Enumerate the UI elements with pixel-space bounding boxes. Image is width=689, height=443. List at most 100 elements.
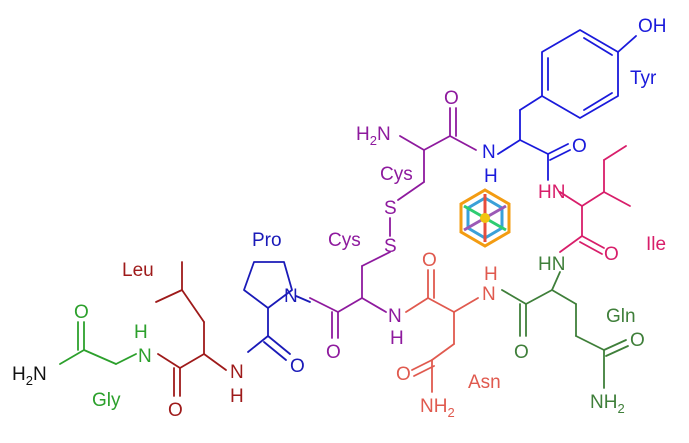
pro-ring bbox=[243, 261, 293, 309]
tyr-co-bond bbox=[547, 143, 569, 155]
asn-side-co-bond bbox=[411, 359, 433, 371]
gly-h-label: H bbox=[134, 322, 148, 343]
gln-side-co-bond bbox=[603, 339, 627, 351]
pro-co-bond bbox=[267, 335, 291, 355]
tyr-n-label: N bbox=[482, 142, 496, 163]
tyr-oh-bond bbox=[617, 35, 637, 53]
gly-n-ca-bond bbox=[115, 353, 137, 365]
cys2-n-label: N bbox=[388, 306, 402, 327]
cys1-bonds bbox=[389, 107, 477, 237]
cys1-s-label: S bbox=[384, 198, 397, 219]
tyr-bonds bbox=[497, 29, 637, 181]
pro-n-label: N bbox=[284, 286, 298, 307]
gly-n-label: N bbox=[138, 346, 152, 367]
asn-text: O N H O Asn NH2 bbox=[396, 250, 501, 420]
asn-o-label: O bbox=[422, 250, 437, 271]
tyr-ca-c-bond bbox=[519, 139, 549, 155]
cys1-o-label: O bbox=[444, 88, 459, 109]
tyr-co-double bbox=[549, 149, 571, 161]
tyr-oh-label: OH bbox=[638, 16, 667, 37]
pro-o-label: O bbox=[290, 356, 305, 377]
tyr-residue-label: Tyr bbox=[630, 68, 657, 89]
ile-cb-methyl-bond bbox=[603, 191, 631, 207]
leu-o-label: O bbox=[168, 400, 183, 421]
ile-co-bond bbox=[581, 235, 605, 249]
asn-nh2-label: NH2 bbox=[420, 396, 455, 420]
tyr-ca-n-bond bbox=[497, 139, 521, 155]
tyr-ch2-bond bbox=[519, 95, 543, 111]
cys2-c-n-bond bbox=[309, 297, 339, 313]
hexagonal-snowflake-logo bbox=[459, 188, 511, 248]
gly-residue-label: Gly bbox=[92, 390, 121, 411]
cys2-bonds bbox=[309, 251, 391, 339]
ile-hn-label: HN bbox=[538, 182, 565, 203]
pro-text: Pro N O bbox=[252, 230, 305, 377]
cys2-residue-label: Cys bbox=[328, 230, 361, 251]
gly-bonds bbox=[59, 321, 137, 365]
ile-residue-label: Ile bbox=[646, 234, 666, 255]
asn-ca-n-bond bbox=[453, 297, 479, 313]
ile-ca-cb-bond bbox=[581, 191, 605, 207]
gln-residue-label: Gln bbox=[606, 306, 636, 327]
pro-bonds bbox=[243, 261, 311, 361]
leu-cg-cd2-bond bbox=[155, 289, 183, 303]
tyr-phenyl-ring bbox=[541, 29, 619, 119]
ile-co-double bbox=[579, 241, 603, 255]
gln-cg-cd-bond bbox=[575, 335, 605, 351]
asn-cb-cg-bond bbox=[431, 343, 455, 361]
asn-n-label: N bbox=[482, 284, 496, 305]
ile-bonds bbox=[559, 145, 631, 255]
pro-c-n-bond bbox=[247, 335, 269, 353]
cys1-ca-c-bond bbox=[423, 135, 451, 151]
leu-c-n-bond bbox=[157, 353, 181, 369]
cys1-c-n-bond bbox=[449, 135, 477, 151]
cys2-s-cb-bond bbox=[361, 251, 391, 267]
cys1-h2n-label: H2N bbox=[356, 124, 391, 148]
gln-ca-cb-bond bbox=[551, 289, 577, 305]
leu-text: Leu N H O bbox=[122, 260, 244, 421]
tyr-ring-double-bond-2 bbox=[583, 37, 613, 56]
gln-hn-label: HN bbox=[538, 254, 565, 275]
gly-h2n-label: H2N bbox=[12, 364, 47, 388]
cys2-h-label: H bbox=[390, 328, 404, 349]
leu-cb-cg-bond bbox=[181, 289, 205, 323]
pro-residue-label: Pro bbox=[252, 230, 282, 251]
gln-o-label: O bbox=[514, 342, 529, 363]
gln-side-o-label: O bbox=[630, 330, 645, 351]
asn-bonds bbox=[405, 269, 479, 393]
gln-nh2-label: NH2 bbox=[590, 392, 625, 416]
asn-side-o-label: O bbox=[396, 364, 411, 385]
cys2-o-label: O bbox=[326, 342, 341, 363]
cys2-text: Cys O N H bbox=[326, 230, 404, 363]
asn-residue-label: Asn bbox=[468, 372, 501, 393]
cys1-residue-label: Cys bbox=[380, 164, 413, 185]
leu-h-label: H bbox=[230, 386, 244, 407]
pro-co-double bbox=[263, 341, 287, 361]
asn-h-label: H bbox=[484, 264, 498, 285]
tyr-o-label: O bbox=[572, 136, 587, 157]
gln-bonds bbox=[501, 271, 629, 389]
gln-text: HN Gln O O NH2 bbox=[514, 254, 645, 416]
ile-o-label: O bbox=[604, 244, 619, 265]
tyr-h-label: H bbox=[484, 166, 498, 187]
pro-n-c-bond bbox=[295, 295, 311, 303]
asn-n-c-bond bbox=[405, 297, 429, 313]
leu-n-ca-bond bbox=[203, 353, 227, 371]
tyr-text: OH Tyr O N H bbox=[482, 16, 667, 187]
cys2-ca-c-bond bbox=[337, 297, 363, 313]
asn-c-ca-bond bbox=[427, 297, 455, 313]
ile-cg-cd-bond bbox=[603, 145, 627, 161]
leu-residue-label: Leu bbox=[122, 260, 154, 281]
leu-ca-c-bond bbox=[179, 353, 205, 369]
cys1-s-bond bbox=[397, 181, 425, 201]
asn-side-co-double bbox=[413, 365, 435, 377]
gly-ca-c-bond bbox=[83, 349, 117, 365]
ile-text: HN Ile O bbox=[538, 182, 666, 265]
cys1-n-ca-bond bbox=[399, 135, 425, 151]
gly-text: O H N Gly bbox=[74, 302, 152, 411]
ile-c-n-bond bbox=[559, 235, 583, 253]
cys1-text: O H2N Cys S S bbox=[356, 88, 459, 257]
gln-c-n-bond bbox=[501, 289, 527, 305]
